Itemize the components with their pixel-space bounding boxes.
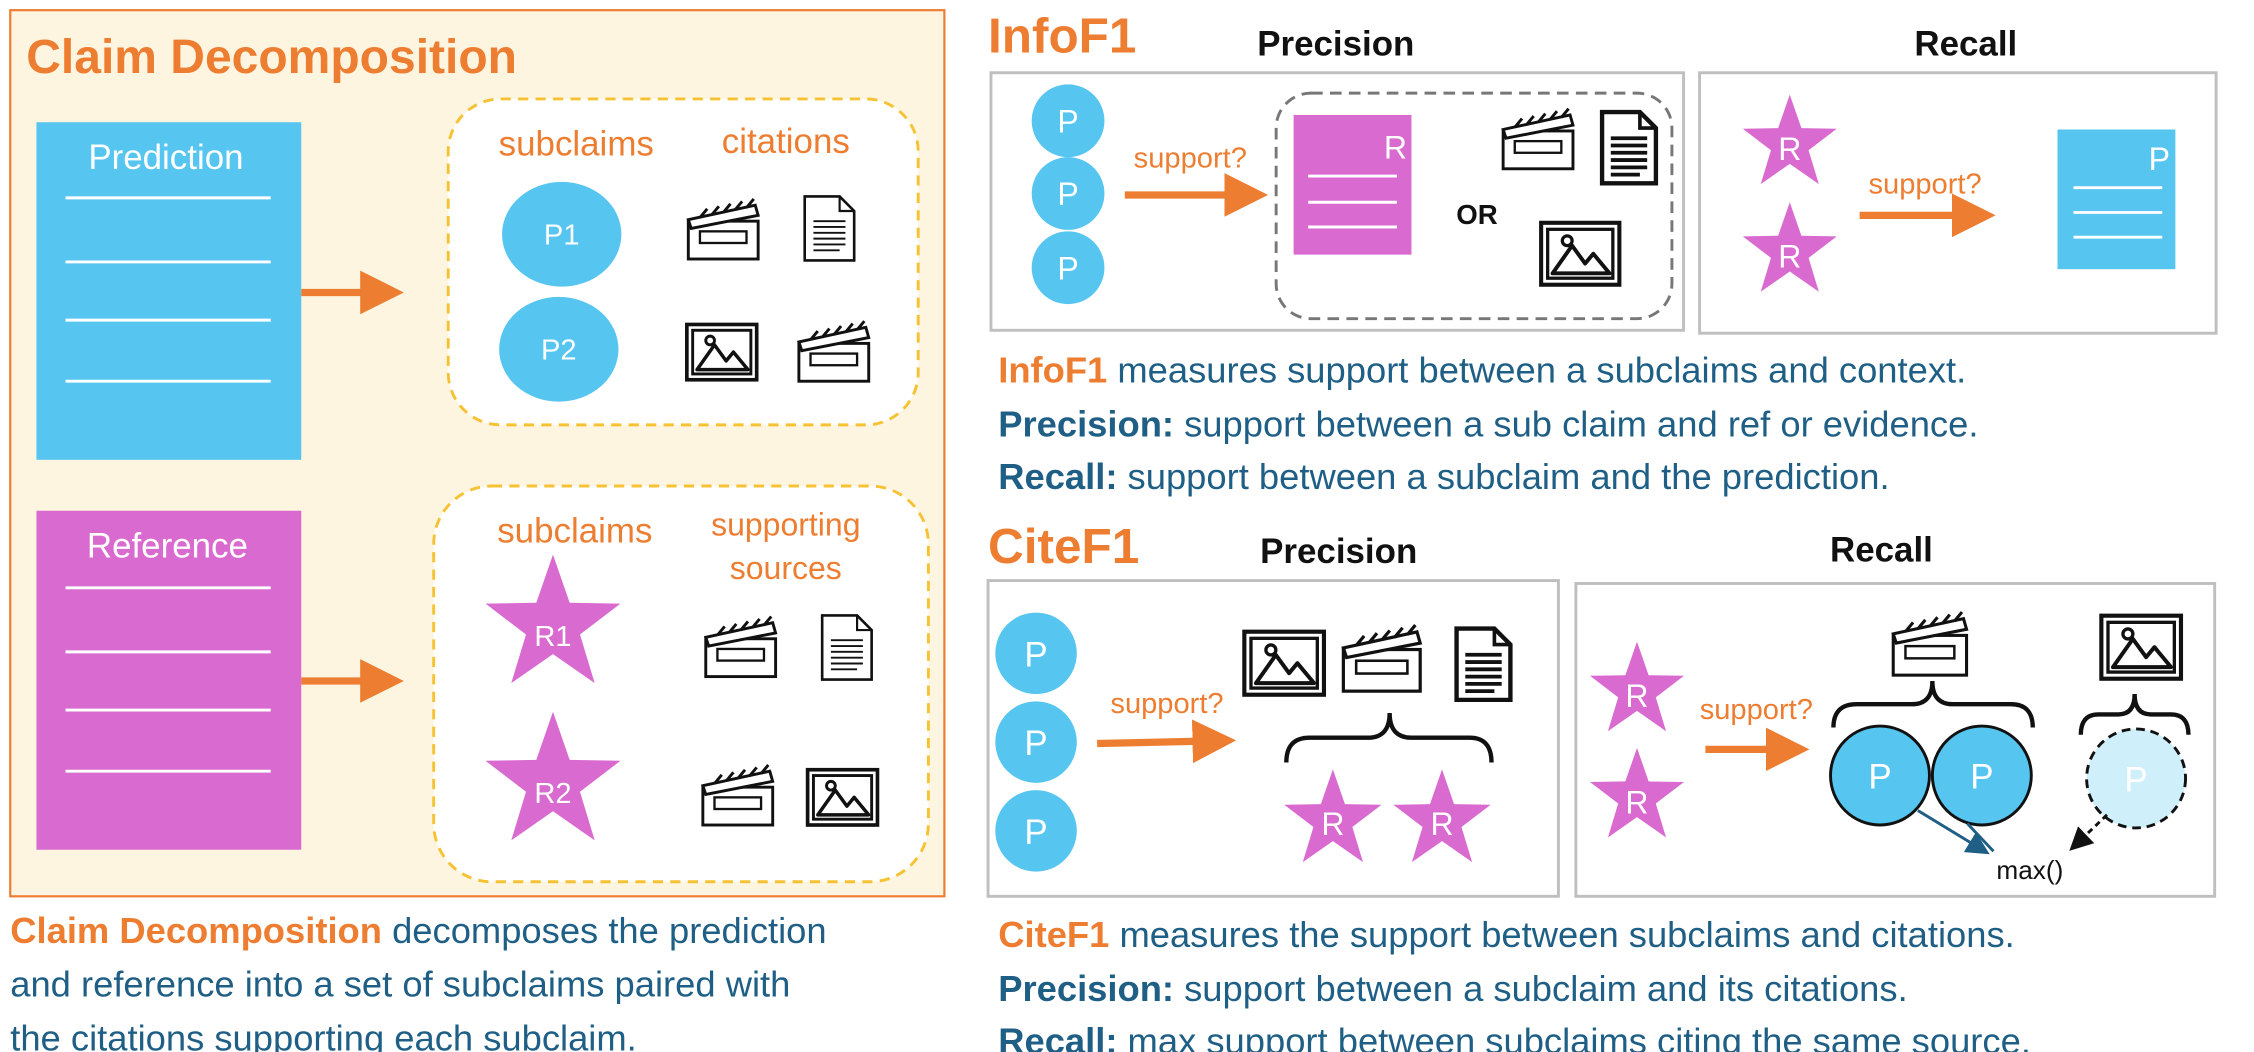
image-icon — [2101, 616, 2181, 679]
p-circle — [995, 790, 1077, 872]
prediction-doc-icon — [2057, 129, 2176, 270]
subclaims-header: subclaims — [497, 512, 652, 551]
panel-title: Claim Decomposition — [26, 31, 517, 84]
p-label: P — [1024, 635, 1047, 674]
subclaims-header: subclaims — [499, 125, 654, 164]
p-circle — [1829, 724, 1931, 827]
sources-header-line1: supporting — [711, 506, 860, 542]
caption-line-1: Claim Decomposition decomposes the predi… — [10, 910, 826, 951]
citef1-title: CiteF1 — [988, 519, 1139, 574]
r-label: R — [1321, 806, 1344, 842]
r-label: R — [1778, 239, 1801, 275]
arrow-icon — [2069, 813, 2108, 851]
support-label: support? — [1868, 169, 1981, 201]
subclaim-p1-circle — [502, 181, 622, 287]
citef1-caption-line-1: CiteF1 measures the support between subc… — [998, 914, 2015, 955]
support-label: support? — [1700, 694, 1813, 726]
infof1-section: InfoF1 Precision Recall P P P support? R… — [988, 8, 2218, 497]
bracket — [2078, 693, 2191, 735]
caption-line-2: and reference into a set of subclaims pa… — [10, 964, 790, 1005]
prediction-document: Prediction — [36, 122, 302, 460]
bracket — [1831, 680, 2035, 728]
reference-box — [36, 510, 302, 850]
subclaim-p2-label: P2 — [541, 334, 577, 366]
p-circle — [995, 701, 1077, 783]
image-icon — [805, 767, 880, 827]
r-label: R — [1625, 678, 1648, 714]
image-icon — [685, 322, 759, 382]
arrow-line — [1966, 822, 1995, 853]
prediction-subclaims-group: subclaims citations P1 P2 — [446, 97, 920, 427]
p-label: P — [1970, 758, 1993, 797]
p-circle — [1031, 231, 1105, 305]
caption-line-3: the citations supporting each subclaim. — [10, 1018, 637, 1052]
p-label: P — [1024, 724, 1047, 763]
subclaim-p1-label: P1 — [544, 219, 580, 251]
prediction-box — [36, 122, 302, 460]
p-circle-faded — [2085, 727, 2188, 830]
support-label: support? — [1134, 142, 1247, 174]
r-label: R — [1384, 130, 1407, 166]
reference-doc-icon — [1293, 114, 1412, 255]
subclaim-r2-label: R2 — [534, 778, 571, 810]
p-label: P — [2124, 761, 2147, 800]
citations-header: citations — [722, 122, 850, 161]
r-label: R — [1625, 784, 1648, 820]
citef1-section: CiteF1 Precision Recall P P P support? R… — [986, 519, 2217, 1052]
citef1-precision-header: Precision — [1260, 532, 1417, 571]
p-label: P — [1024, 813, 1047, 852]
infof1-caption-line-3: Recall: support between a subclaim and t… — [998, 456, 1889, 497]
infof1-recall-header: Recall — [1914, 24, 2017, 63]
infof1-precision-header: Precision — [1257, 24, 1414, 63]
p-label: P — [2149, 141, 2170, 177]
document-icon — [803, 195, 856, 262]
document-icon — [1457, 629, 1511, 700]
r-label: R — [1430, 806, 1453, 842]
arrow-icon — [1917, 809, 1990, 855]
reference-subclaims-group: subclaims supporting sources R1 R2 — [432, 484, 930, 884]
p-circle — [1930, 724, 2033, 827]
p-label: P — [1057, 176, 1078, 212]
document-icon — [1602, 112, 1656, 183]
prediction-text-lines — [65, 196, 271, 383]
reference-text-lines — [65, 586, 271, 773]
p-circle — [1031, 84, 1105, 158]
citef1-caption-line-3: Recall: max support between subclaims ci… — [998, 1020, 2031, 1052]
reference-doc-lines — [1308, 174, 1397, 229]
p-label: P — [1057, 250, 1078, 286]
sources-header-line2: sources — [730, 550, 842, 586]
prediction-doc-lines — [2073, 186, 2163, 239]
citef1-recall-header: Recall — [1830, 531, 1933, 570]
reference-label: Reference — [87, 526, 248, 565]
prediction-label: Prediction — [88, 138, 243, 177]
claim-decomposition-panel: Claim Decomposition Prediction subclaims… — [9, 9, 946, 898]
subclaim-r1-label: R1 — [534, 621, 571, 653]
claim-decomposition-caption: Claim Decomposition decomposes the predi… — [10, 910, 826, 1052]
infof1-caption-line-2: Precision: support between a sub claim a… — [998, 404, 1978, 445]
evidence-dashed-box — [1274, 91, 1674, 321]
image-icon — [1244, 632, 1324, 695]
support-label: support? — [1110, 688, 1223, 720]
citef1-caption-line-2: Precision: support between a subclaim an… — [998, 968, 1907, 1009]
reference-document: Reference — [36, 510, 302, 850]
document-icon — [820, 614, 873, 681]
subclaim-p2-circle — [499, 296, 619, 402]
r-label: R — [1778, 131, 1801, 167]
p-circle — [995, 612, 1077, 695]
p-label: P — [1868, 758, 1891, 797]
p-label: P — [1057, 103, 1078, 139]
infof1-caption-line-1: InfoF1 measures support between a subcla… — [998, 350, 1966, 391]
p-circle — [1031, 157, 1105, 230]
or-label: OR — [1456, 199, 1497, 230]
infof1-title: InfoF1 — [988, 8, 1136, 63]
max-label: max() — [1996, 855, 2063, 885]
image-icon — [1541, 223, 1619, 285]
arrow-icon — [1097, 719, 1237, 764]
